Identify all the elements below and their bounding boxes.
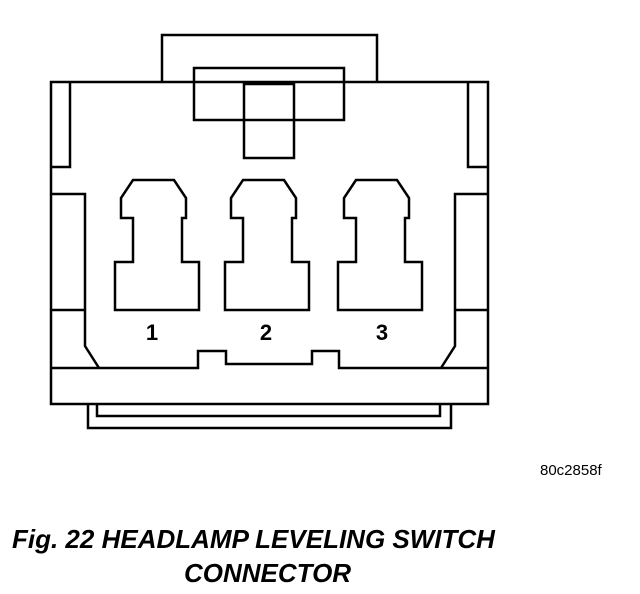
pin-label-3: 3 — [376, 320, 388, 345]
pin-label-1: 1 — [146, 320, 158, 345]
reference-code: 80c2858f — [540, 462, 602, 479]
terminal-cavity-3 — [336, 178, 424, 312]
latch-window — [192, 66, 346, 122]
floor-line — [51, 349, 488, 370]
caption-line-1: Fig. 22 HEADLAMP LEVELING SWITCH — [12, 524, 495, 554]
terminal-cavity-2 — [223, 178, 311, 312]
figure-caption: Fig. 22 HEADLAMP LEVELING SWITCH CONNECT… — [0, 522, 560, 590]
right-upper-slot — [466, 82, 488, 169]
pin-label-2: 2 — [260, 320, 272, 345]
terminal-cavity-1 — [113, 178, 201, 312]
latch-tab — [242, 82, 296, 160]
bottom-flange — [86, 404, 453, 430]
caption-line-2: CONNECTOR — [184, 558, 352, 588]
connector-latch — [160, 33, 379, 82]
left-upper-slot — [51, 82, 72, 169]
connector-body — [49, 80, 490, 406]
left-lower-slot — [51, 192, 101, 369]
right-lower-slot — [439, 192, 488, 369]
